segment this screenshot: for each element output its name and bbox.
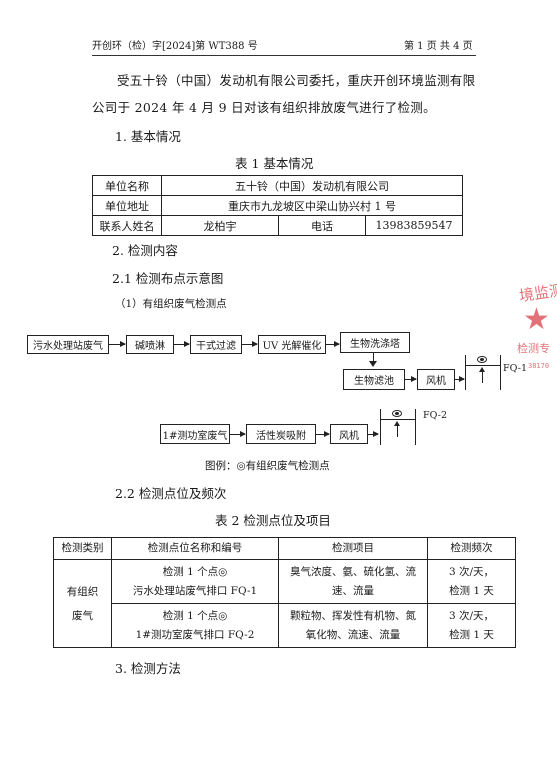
- fq-1-label: FQ-1: [503, 363, 527, 374]
- table-cell-label: 单位地址: [92, 195, 162, 216]
- intro-line-1: 受五十铃（中国）发动机有限公司委托，重庆开创环境监测有限: [117, 73, 476, 88]
- point-name: 1#测功室废气排口 FQ-2: [135, 628, 255, 641]
- section-3-title: 3. 检测方法: [115, 661, 181, 676]
- items-line: 臭气浓度、氨、硫化氢、流: [290, 565, 416, 578]
- monitoring-points-table: 检测类别 检测点位名称和编号 检测项目 检测频次 有组织废气 检测 1 个点◎ …: [53, 537, 516, 648]
- basic-info-table: 单位名称 五十铃（中国）发动机有限公司 单位地址 重庆市九龙坡区中梁山协兴村 1…: [92, 175, 463, 236]
- box-dry-filter: 干式过滤: [190, 335, 242, 354]
- flow-arrow: [405, 376, 417, 382]
- seal-code: 38170: [528, 362, 550, 370]
- table-row: 有组织废气 检测 1 个点◎ 污水处理站废气排口 FQ-1 臭气浓度、氨、硫化氢…: [53, 559, 516, 648]
- point-count: 检测 1 个点◎: [162, 609, 228, 622]
- point-cell: 检测 1 个点◎ 污水处理站废气排口 FQ-1: [111, 559, 279, 604]
- point-count: 检测 1 个点◎: [162, 565, 228, 578]
- flow-arrow: [455, 376, 465, 382]
- seal-text-mid: 检测专: [517, 342, 550, 355]
- table-row: 联系人姓名 龙柏宇 电话 13983859547: [92, 215, 463, 236]
- table-row: 单位地址 重庆市九龙坡区中梁山协兴村 1 号: [92, 195, 463, 216]
- star-icon: ★: [523, 302, 550, 337]
- flow-connector: [373, 353, 374, 363]
- page-indicator: 第 1 页 共 4 页: [404, 41, 473, 52]
- table-2-caption: 表 2 检测点位及项目: [215, 513, 331, 528]
- frequency-line: 3 次/天，: [448, 565, 495, 578]
- items-line: 颗粒物、挥发性有机物、氮: [290, 609, 416, 622]
- flow-arrow: [242, 341, 258, 347]
- contact-name: 龙柏宇: [161, 215, 279, 236]
- phone-label: 电话: [278, 215, 366, 236]
- box-uv-catalysis: UV 光解催化: [258, 335, 326, 354]
- box-dyno-room-gas: 1#测功室废气: [160, 424, 230, 444]
- diagram-legend: 图例：◎有组织废气检测点: [205, 460, 330, 472]
- table-cell-label: 单位名称: [92, 175, 162, 196]
- flow-arrow: [230, 431, 246, 437]
- flow-arrow: [316, 431, 330, 437]
- column-header: 检测项目: [278, 537, 428, 560]
- section-2-1-title: 2.1 检测布点示意图: [112, 271, 224, 286]
- point-cell: 检测 1 个点◎ 1#测功室废气排口 FQ-2: [111, 603, 279, 648]
- section-1-title: 1. 基本情况: [115, 129, 181, 144]
- table-row: 单位名称 五十铃（中国）发动机有限公司: [92, 175, 463, 196]
- phone-number: 13983859547: [365, 215, 463, 236]
- table-cell-value: 重庆市九龙坡区中梁山协兴村 1 号: [161, 195, 463, 216]
- official-seal: 境监测 ★ 检测专 38170: [515, 270, 557, 390]
- box-fan-1: 风机: [417, 369, 455, 390]
- section-2-title: 2. 检测内容: [112, 243, 178, 258]
- section-2-2-title: 2.2 检测点位及频次: [115, 486, 227, 501]
- frequency-line: 3 次/天，: [448, 609, 495, 622]
- flow-arrow: [109, 341, 126, 347]
- subsection-1-title: （1）有组织废气检测点: [115, 298, 227, 310]
- intro-line-2: 公司于 2024 年 4 月 9 日对该有组织排放废气进行了检测。: [92, 100, 436, 115]
- stack-fq-2: [380, 409, 416, 445]
- column-header: 检测类别: [53, 537, 112, 560]
- table-row: 检测 1 个点◎ 1#测功室废气排口 FQ-2 颗粒物、挥发性有机物、氮 氧化物…: [54, 603, 516, 648]
- frequency-cell: 3 次/天， 检测 1 天: [427, 559, 516, 604]
- table-header-row: 检测类别 检测点位名称和编号 检测项目 检测频次: [53, 537, 516, 560]
- table-cell-value: 五十铃（中国）发动机有限公司: [161, 175, 463, 196]
- document-number: 开创环（检）字[2024]第 WT388 号: [92, 41, 258, 52]
- stack-fq-1: [465, 355, 501, 390]
- frequency-cell: 3 次/天， 检测 1 天: [427, 603, 516, 648]
- box-bio-scrubber: 生物洗涤塔: [340, 332, 410, 353]
- point-name: 污水处理站废气排口 FQ-1: [132, 584, 258, 597]
- box-wastewater-gas: 污水处理站废气: [27, 335, 109, 354]
- frequency-line: 检测 1 天: [449, 584, 494, 597]
- up-arrow-icon: [394, 421, 400, 426]
- box-fan-2: 风机: [330, 424, 368, 444]
- up-arrow-icon: [479, 367, 485, 372]
- frequency-line: 检测 1 天: [449, 628, 494, 641]
- table-cell-label: 联系人姓名: [92, 215, 162, 236]
- flow-arrow: [326, 341, 340, 347]
- box-bio-filter: 生物滤池: [343, 369, 405, 390]
- sampling-point-icon: [392, 410, 402, 417]
- box-alkali-spray: 碱喷淋: [126, 335, 174, 354]
- items-cell: 臭气浓度、氨、硫化氢、流 速、流量: [278, 559, 428, 604]
- items-line: 速、流量: [332, 584, 374, 597]
- flow-arrow: [368, 431, 379, 437]
- flow-arrow: [174, 341, 190, 347]
- category-cell: 有组织废气: [53, 559, 112, 648]
- header-divider: [92, 55, 476, 56]
- flow-arrowhead: [369, 361, 377, 367]
- items-cell: 颗粒物、挥发性有机物、氮 氧化物、流速、流量: [278, 603, 428, 648]
- box-activated-carbon: 活性炭吸附: [246, 424, 316, 444]
- table-1-caption: 表 1 基本情况: [235, 156, 314, 171]
- fq-2-label: FQ-2: [423, 410, 447, 421]
- sampling-point-icon: [477, 356, 487, 363]
- items-line: 氧化物、流速、流量: [305, 628, 401, 641]
- column-header: 检测点位名称和编号: [111, 537, 279, 560]
- column-header: 检测频次: [427, 537, 516, 560]
